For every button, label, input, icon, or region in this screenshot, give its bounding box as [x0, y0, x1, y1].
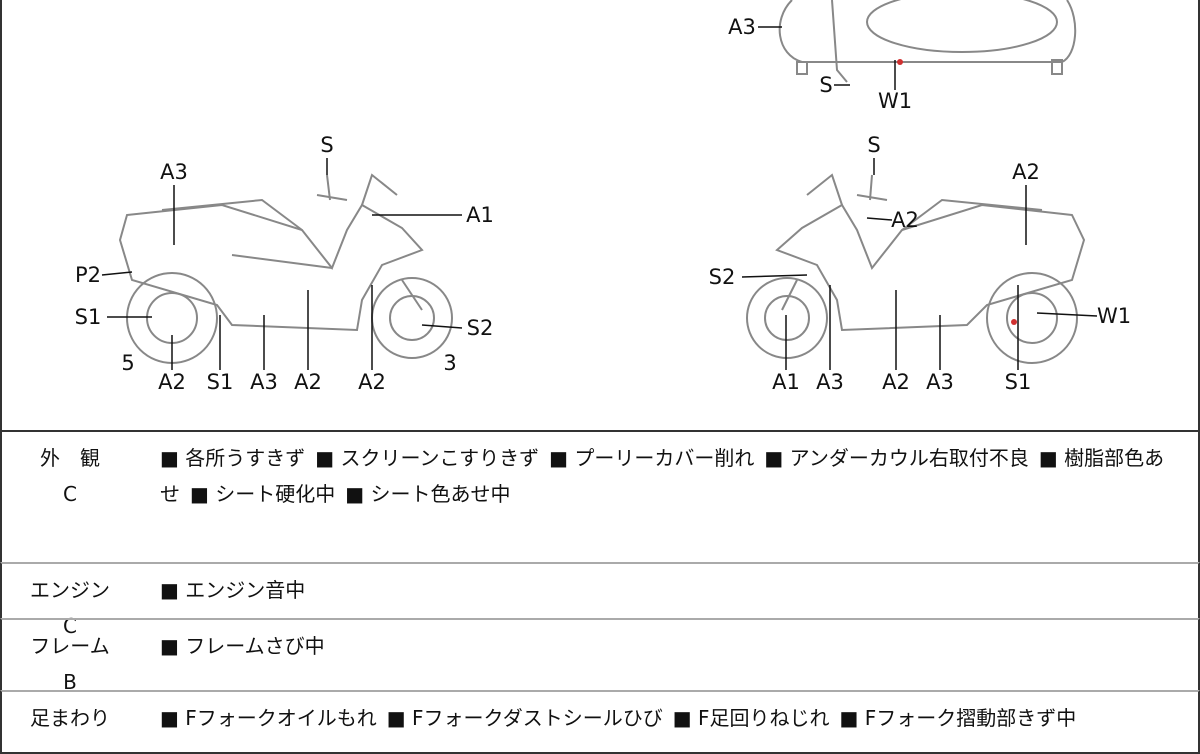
- category: 足まわり: [30, 706, 110, 730]
- label-right: A2: [882, 370, 910, 394]
- leader-lines: [101, 26, 1098, 370]
- findings: ■ Fフォークオイルもれ■ Fフォークダストシールひび■ F足回りねじれ■ Fフ…: [160, 706, 1077, 730]
- findings: ■ 各所うすきず■ スクリーンこすりきず■ プーリーカバー削れ■ アンダーカウル…: [160, 446, 1165, 506]
- left-view-scooter: [118, 173, 453, 364]
- label-left: S: [320, 133, 334, 157]
- label-top-a3: A3: [728, 15, 756, 39]
- scooter-outlines: [101, 0, 1098, 370]
- label-right: W1: [1096, 304, 1132, 328]
- damage-diagram: A3 S W1 S A3 A1 P2 S1 S2 5 3 A2 S1 A3 A2…: [0, 0, 1200, 430]
- label-left: 5: [121, 351, 135, 375]
- row-suspension: 足まわり ■ Fフォークオイルもれ■ Fフォークダストシールひび■ F足回りねじ…: [0, 690, 1200, 754]
- label-right: A1: [772, 370, 800, 394]
- label-right: S1: [1004, 370, 1032, 394]
- label-left: S1: [74, 305, 102, 329]
- right-view-scooter: [746, 173, 1086, 364]
- label-left: S1: [206, 370, 234, 394]
- label-right: A2: [1012, 160, 1040, 184]
- label-left: 3: [443, 351, 457, 375]
- label-left: P2: [74, 263, 102, 287]
- label-right: A3: [816, 370, 844, 394]
- damage-marker: [1011, 319, 1017, 325]
- label-right: S2: [708, 265, 736, 289]
- damage-marker: [897, 59, 903, 65]
- label-left: A2: [294, 370, 322, 394]
- label-left: S2: [466, 316, 494, 340]
- label-left: A3: [160, 160, 188, 184]
- label-right: S: [867, 133, 881, 157]
- label-left: A1: [466, 203, 494, 227]
- label-top-w1: W1: [877, 89, 913, 113]
- label-top-s: S: [819, 73, 833, 97]
- label-left: A3: [250, 370, 278, 394]
- label-left: A2: [158, 370, 186, 394]
- findings: ■ フレームさび中: [160, 634, 325, 658]
- label-right: A2: [891, 208, 919, 232]
- label-left: A2: [358, 370, 386, 394]
- label-right: A3: [926, 370, 954, 394]
- findings: ■ エンジン音中: [160, 578, 306, 602]
- top-view-scooter: [778, 0, 1077, 83]
